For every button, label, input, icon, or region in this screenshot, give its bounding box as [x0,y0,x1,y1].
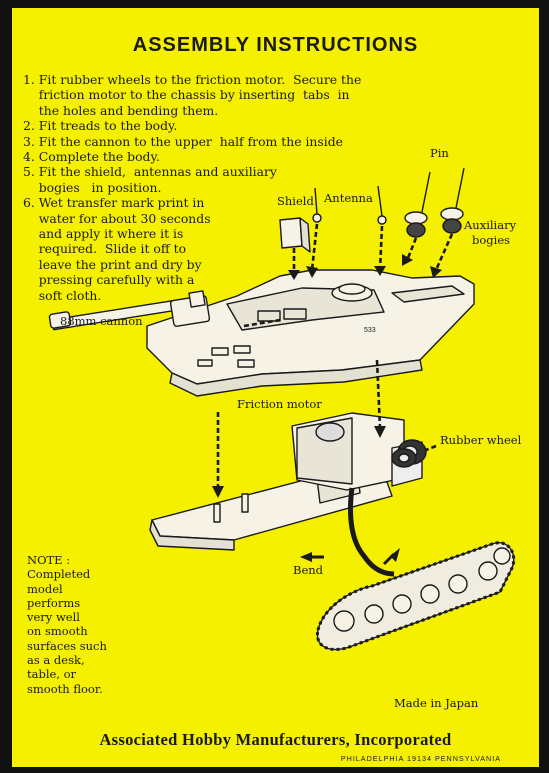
step-line: bogies in position. [23,179,162,195]
note-heading: NOTE : [27,553,71,567]
antenna-drawing [312,185,387,225]
step-line: friction motor to the chassis by inserti… [23,87,350,103]
rubber-wheel-label: Rubber wheel [440,433,522,447]
step-line: the holes and bending them. [23,102,219,118]
bogies-label: bogies [472,233,511,247]
friction-motor-label: Friction motor [237,397,322,411]
upper-hull-drawing [146,269,475,397]
instruction-sheet: ASSEMBLY INSTRUCTIONS 1. Fit rubber whee… [12,8,539,767]
note-line: on smooth [27,624,88,639]
antenna-label: Antenna [324,191,373,205]
pin-label: Pin [430,146,449,160]
step-line: pressing carefully with a [23,272,195,288]
manufacturer-address: PHILADELPHIA 19134 PENNSYLVANIA [340,754,501,763]
manufacturer-name: Associated Hobby Manufacturers, Incorpor… [99,730,452,749]
step-line: 6. Wet transfer mark print in [23,195,205,211]
note-line: table, or [27,667,77,682]
hull-number: 533 [364,327,376,334]
step-line: soft cloth. [23,287,102,303]
step-line: and apply it where it is [23,226,184,242]
shield-label: Shield [277,194,314,208]
cannon-label: 88mm cannon [60,314,143,328]
auxiliary-label: Auxiliary [464,218,517,232]
note-line: model [27,581,63,596]
step-line: 5. Fit the shield, antennas and auxiliar… [23,164,277,180]
note-line: very well [27,610,80,625]
note-block: NOTE : Completed model performs very wel… [27,553,137,696]
rubber-wheel-drawing [391,439,427,468]
auxiliary-bogies-drawing [404,167,465,238]
note-line: smooth floor. [27,681,103,696]
step-line: water for about 30 seconds [23,210,211,226]
step-line: required. Slide it off to [23,241,187,257]
tread-drawing [315,541,516,651]
step-line: leave the print and dry by [23,256,202,272]
note-line: Completed [27,567,91,582]
step-line: 1. Fit rubber wheels to the friction mot… [23,72,362,87]
drive-linkage-drawing [348,487,395,577]
assembly-arrows [216,223,454,488]
step-line: 4. Complete the body. [23,149,160,165]
bend-arrow-shaft [382,552,396,566]
note-line: performs [27,595,81,610]
bend-label: Bend [293,563,324,577]
note-line: as a desk, [27,653,85,668]
shield-drawing [279,217,311,253]
note-line: surfaces such [27,638,107,653]
step-line: 2. Fit treads to the body. [23,118,178,134]
arrow-heads [212,254,442,562]
step-line: 3. Fit the cannon to the upper half from… [23,133,343,149]
page-title: ASSEMBLY INSTRUCTIONS [132,34,419,56]
steps-list: 1. Fit rubber wheels to the friction mot… [23,72,413,303]
made-in-label: Made in Japan [394,696,479,710]
assembly-diagram: 533 [48,167,516,651]
cannon-drawing [48,290,211,331]
